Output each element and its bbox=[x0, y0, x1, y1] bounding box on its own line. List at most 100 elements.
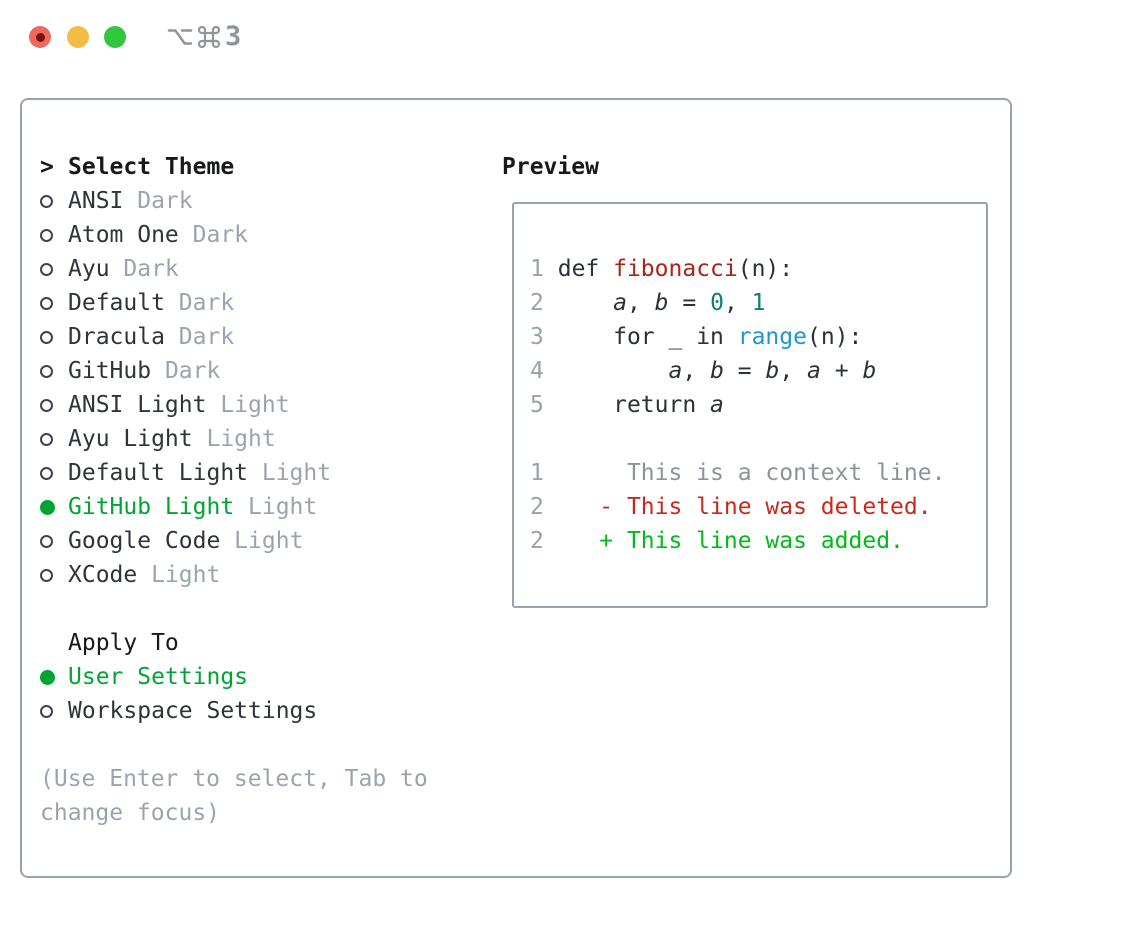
radio-icon bbox=[40, 534, 53, 548]
code-token: for _ in bbox=[557, 324, 738, 350]
window-title-shortcut: 3 bbox=[167, 22, 241, 52]
theme-option-label: Default bbox=[68, 290, 165, 316]
radio-cell bbox=[40, 568, 68, 582]
radio-cell bbox=[40, 432, 68, 446]
line-number: 2 bbox=[530, 528, 544, 554]
theme-option-label: ANSI bbox=[68, 188, 124, 214]
line-number: 2 bbox=[530, 494, 544, 520]
theme-option-tag: Light bbox=[234, 494, 318, 520]
radio-cell bbox=[40, 364, 68, 378]
theme-option-tag: Light bbox=[137, 562, 221, 588]
theme-option-label: Dracula bbox=[68, 324, 165, 350]
apply-to-option-label: User Settings bbox=[68, 664, 249, 690]
record-dot-icon bbox=[35, 32, 45, 42]
radio-cell bbox=[40, 194, 68, 208]
prompt-caret: > bbox=[40, 154, 54, 180]
code-token: 1 bbox=[751, 290, 766, 316]
preview-title: Preview bbox=[502, 154, 599, 180]
radio-icon bbox=[40, 432, 53, 446]
theme-option-tag: Dark bbox=[151, 358, 221, 384]
radio-selected-icon bbox=[40, 669, 55, 685]
shortcut-number: 3 bbox=[225, 21, 242, 52]
radio-cell bbox=[40, 398, 68, 412]
theme-option[interactable]: Google Code Light bbox=[40, 524, 480, 558]
zoom-button[interactable] bbox=[104, 26, 126, 48]
theme-option-tag: Dark bbox=[109, 256, 179, 282]
radio-cell bbox=[40, 262, 68, 276]
theme-option[interactable]: ANSI Dark bbox=[40, 184, 480, 218]
line-number: 1 bbox=[530, 256, 544, 282]
line-number: 1 bbox=[530, 460, 544, 486]
code-line: 2 a, b = 0, 1 bbox=[530, 286, 986, 320]
radio-selected-icon bbox=[40, 499, 55, 515]
theme-option[interactable]: Ayu Light Light bbox=[40, 422, 480, 456]
theme-option-label: ANSI Light bbox=[68, 392, 207, 418]
radio-icon bbox=[40, 398, 53, 412]
code-token: fibonacci bbox=[613, 256, 738, 282]
code-line: 1 def fibonacci(n): bbox=[530, 252, 986, 286]
theme-option-tag: Dark bbox=[164, 324, 235, 350]
radio-cell bbox=[40, 534, 68, 548]
theme-option-label: GitHub Light bbox=[68, 494, 235, 520]
theme-option[interactable]: Default Dark bbox=[40, 286, 480, 320]
code-token bbox=[558, 358, 669, 384]
theme-option-label: Default Light bbox=[68, 460, 249, 486]
radio-cell bbox=[40, 296, 68, 310]
theme-picker-header: > Select Theme bbox=[40, 150, 480, 184]
radio-icon bbox=[40, 262, 53, 276]
minimize-button[interactable] bbox=[67, 26, 89, 48]
theme-option[interactable]: ANSI Light Light bbox=[40, 388, 480, 422]
radio-icon bbox=[40, 228, 53, 242]
code-token: (n): bbox=[806, 324, 863, 350]
diff-text: + This line was added. bbox=[543, 528, 904, 554]
theme-option[interactable]: Ayu Dark bbox=[40, 252, 480, 286]
line-number: 4 bbox=[530, 358, 544, 384]
gutter-space bbox=[544, 358, 558, 384]
gutter-space bbox=[544, 324, 558, 350]
close-button[interactable] bbox=[29, 26, 51, 48]
code-token: a bbox=[807, 358, 821, 384]
gutter-space bbox=[544, 290, 558, 316]
code-token: def bbox=[557, 256, 614, 282]
theme-option-tag: Light bbox=[206, 392, 290, 418]
diff-text: This is a context line. bbox=[543, 460, 946, 486]
spacer bbox=[40, 592, 480, 626]
theme-option[interactable]: GitHub Light Light bbox=[40, 490, 480, 524]
code-line: 5 return a bbox=[530, 388, 986, 422]
radio-icon bbox=[40, 568, 53, 582]
code-token: a bbox=[710, 392, 724, 418]
apply-to-option[interactable]: Workspace Settings bbox=[40, 694, 480, 728]
theme-option[interactable]: XCode Light bbox=[40, 558, 480, 592]
line-number: 2 bbox=[530, 290, 544, 316]
theme-option[interactable]: GitHub Dark bbox=[40, 354, 480, 388]
theme-option-label: Google Code bbox=[68, 528, 221, 554]
code-token: (n): bbox=[737, 256, 794, 282]
line-number: 5 bbox=[530, 392, 544, 418]
help-text-line: (Use Enter to select, Tab to bbox=[40, 766, 428, 792]
theme-option-tag: Dark bbox=[178, 222, 249, 248]
gutter-space bbox=[544, 392, 558, 418]
theme-option-label: GitHub bbox=[68, 358, 152, 384]
code-token: , bbox=[682, 358, 711, 384]
theme-option[interactable]: Dracula Dark bbox=[40, 320, 480, 354]
code-token: b bbox=[765, 358, 780, 384]
theme-option-label: Atom One bbox=[68, 222, 179, 248]
theme-option-label: Ayu Light bbox=[68, 426, 193, 452]
code-token: = bbox=[723, 358, 766, 384]
theme-option-tag: Dark bbox=[123, 188, 193, 214]
theme-option[interactable]: Atom One Dark bbox=[40, 218, 480, 252]
code-token: , bbox=[723, 290, 752, 316]
titlebar: 3 bbox=[0, 0, 1140, 74]
apply-to-option[interactable]: User Settings bbox=[40, 660, 480, 694]
help-text: (Use Enter to select, Tab to change focu… bbox=[40, 762, 480, 830]
code-token: return bbox=[557, 392, 711, 418]
theme-option[interactable]: Default Light Light bbox=[40, 456, 480, 490]
radio-cell bbox=[40, 466, 68, 480]
code-token: , bbox=[626, 290, 655, 316]
